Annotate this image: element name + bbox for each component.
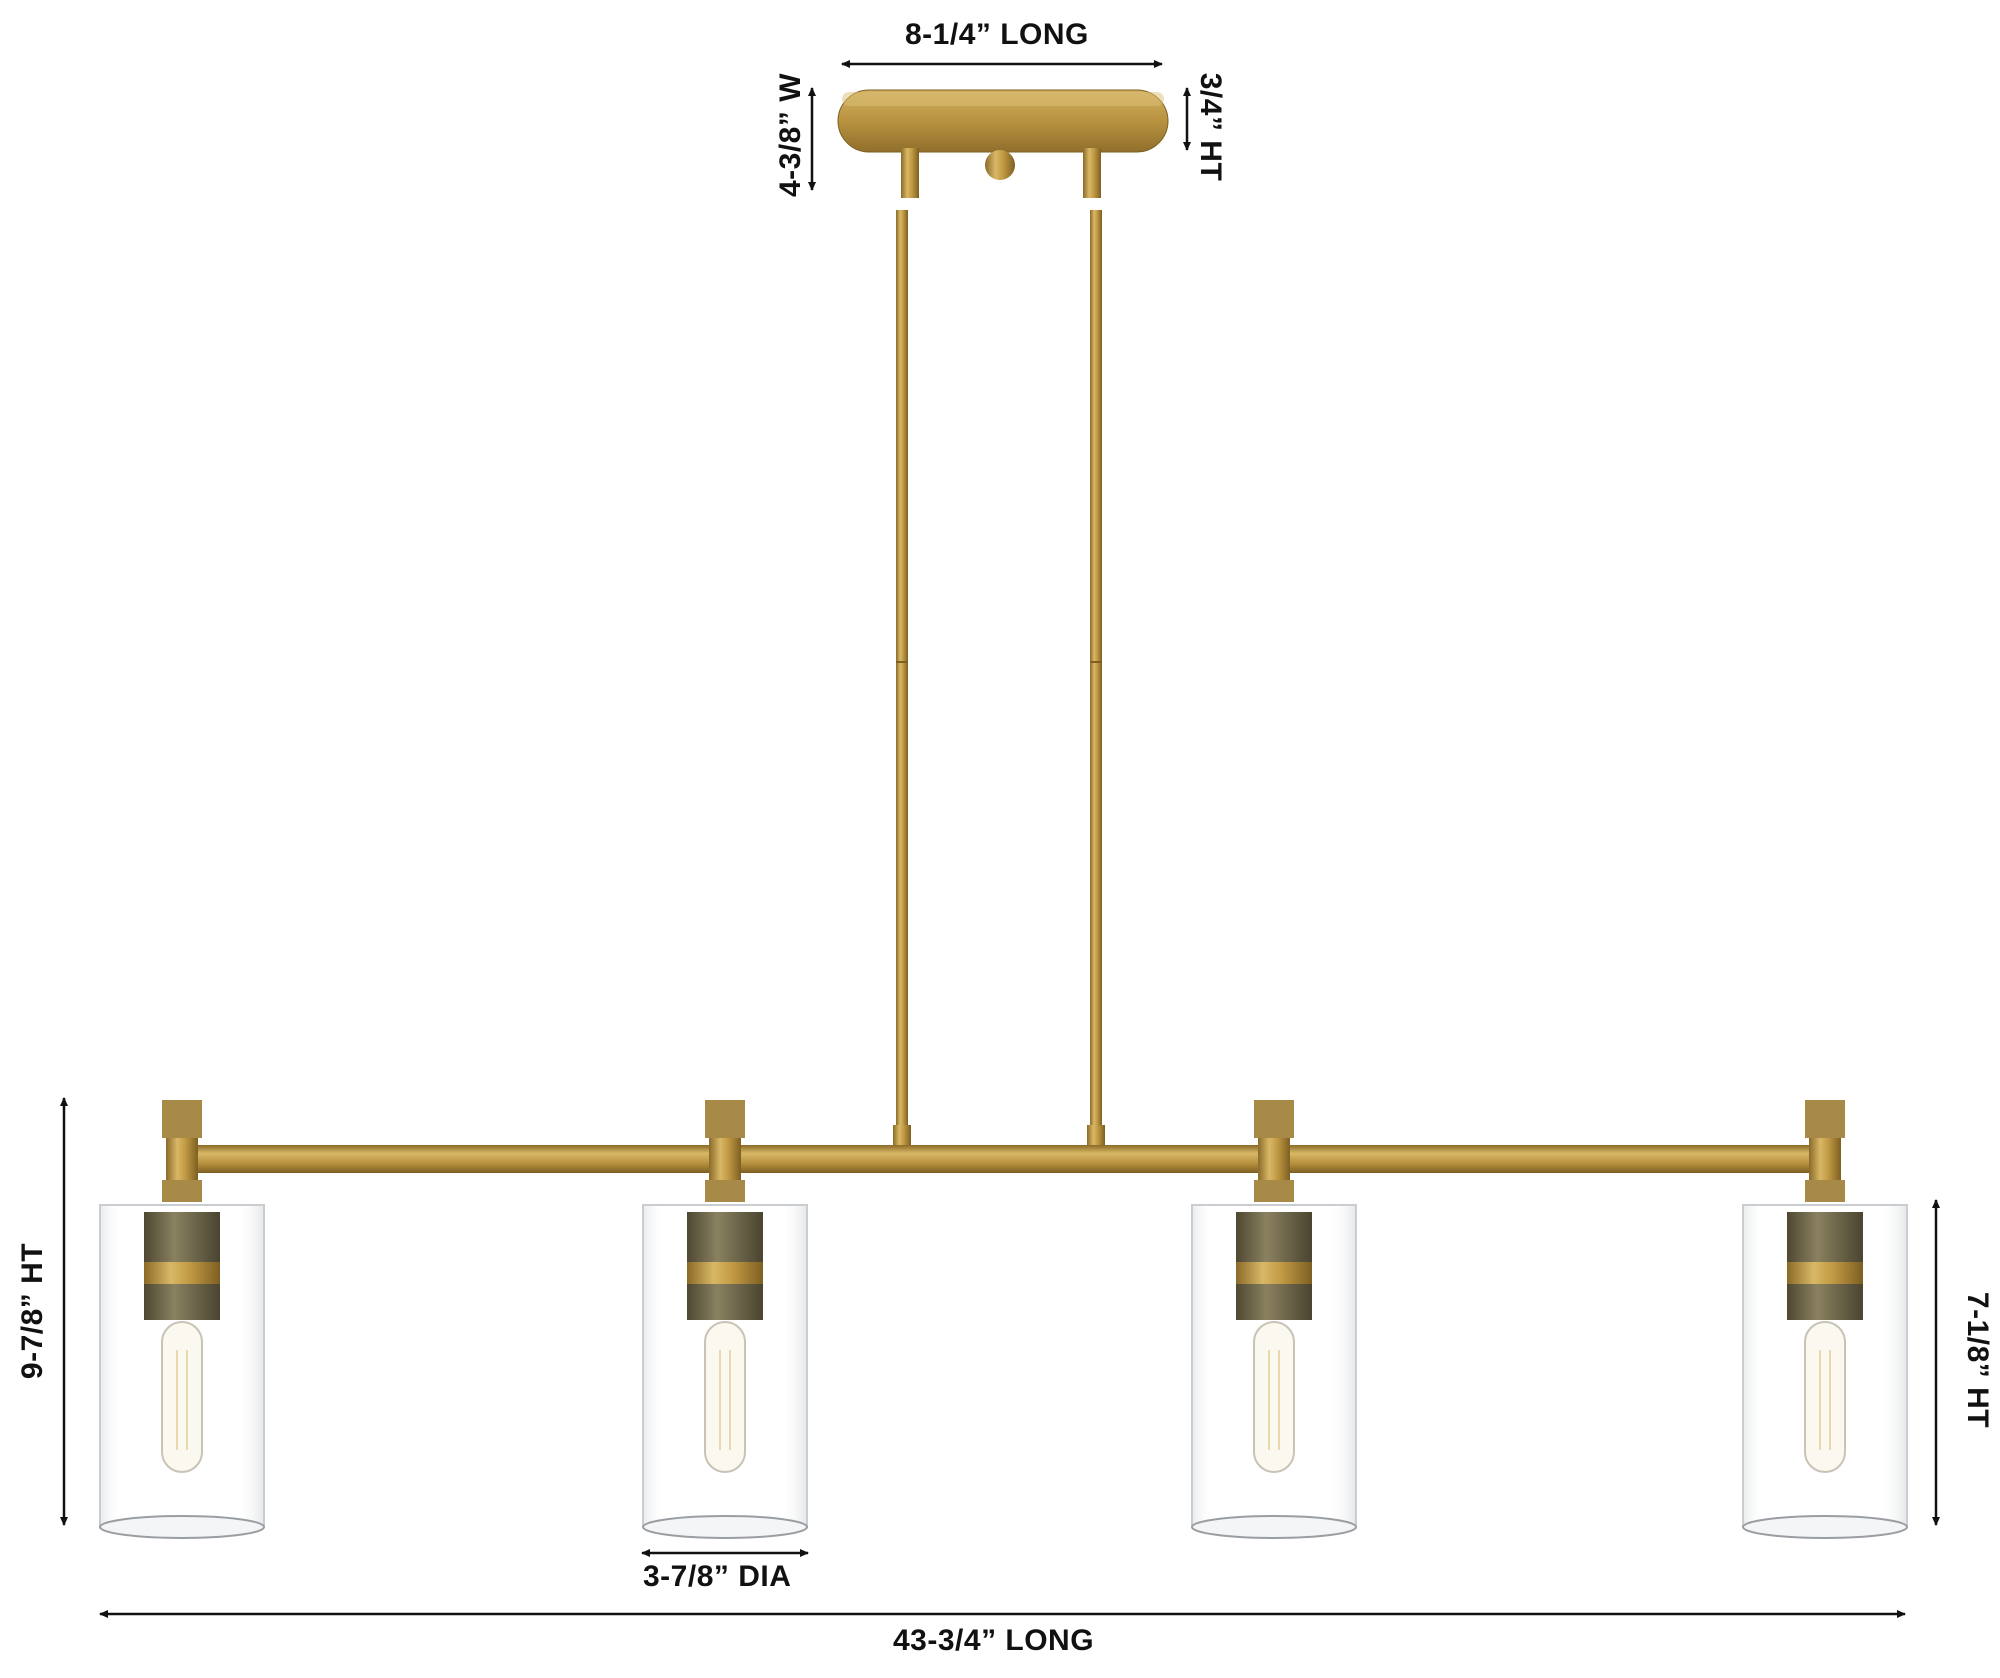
shade-diameter-label: 3-7/8” DIA [643, 1560, 792, 1593]
light-unit-2 [642, 1100, 808, 1539]
canopy-length-label: 8-1/4” LONG [905, 18, 1089, 51]
stems [893, 210, 1105, 1147]
fixture-height-label: 9-7/8” HT [16, 1242, 49, 1380]
canopy-height-label: 3/4” HT [1194, 72, 1227, 182]
shade-height-label: 7-1/8” HT [1961, 1291, 1994, 1429]
light-unit-1 [99, 1100, 265, 1539]
light-unit-3 [1191, 1100, 1357, 1539]
light-unit-4 [1742, 1100, 1908, 1539]
canopy [837, 89, 1169, 198]
overall-length-label: 43-3/4” LONG [893, 1624, 1095, 1657]
canopy-width-label: 4-3/8” W [774, 72, 807, 198]
dimension-lines [60, 60, 1940, 1618]
main-bar [185, 1145, 1840, 1173]
